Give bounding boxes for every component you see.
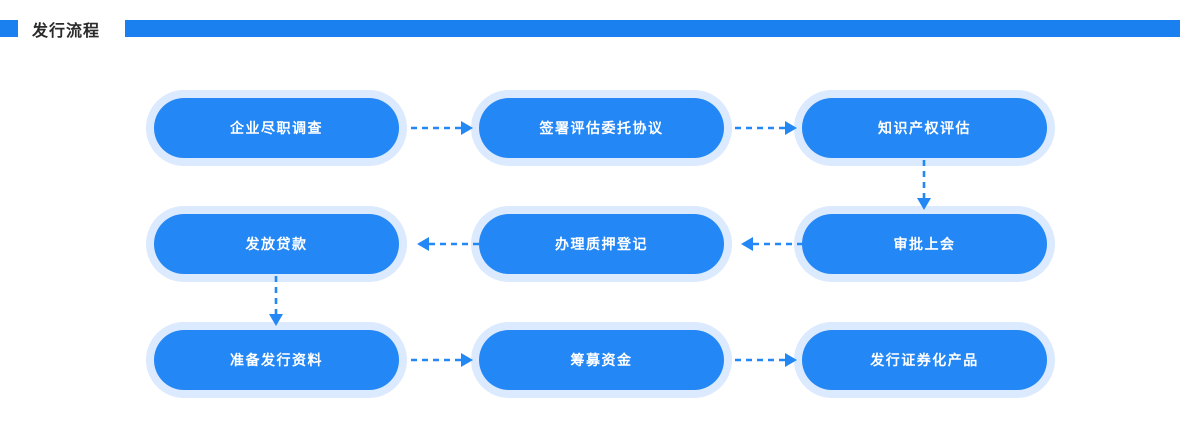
flow-node-label: 发行证券化产品 (870, 352, 979, 368)
page-header: 发行流程 (0, 19, 1200, 40)
arrow-left-icon-c4 (733, 234, 805, 254)
flow-node-n7[interactable]: 准备发行资料 (154, 330, 399, 390)
flow-node-label: 签署评估委托协议 (539, 120, 664, 136)
flow-node-n1[interactable]: 企业尽职调查 (154, 98, 399, 158)
flow-node-label: 知识产权评估 (878, 120, 971, 136)
arrow-left-icon-c5 (409, 234, 481, 254)
flow-node-label: 筹募资金 (570, 352, 633, 368)
flow-node-label: 审批上会 (893, 236, 956, 252)
flow-node-n9[interactable]: 发行证券化产品 (802, 330, 1047, 390)
flow-node-n4[interactable]: 发放贷款 (154, 214, 399, 274)
flow-node-n5[interactable]: 办理质押登记 (479, 214, 724, 274)
header-accent-bar (125, 20, 1180, 37)
arrow-right-icon-c1 (409, 118, 481, 138)
arrow-right-icon-c7 (409, 350, 481, 370)
flow-node-label: 办理质押登记 (555, 236, 648, 252)
arrow-down-icon-c3 (914, 158, 934, 216)
page-title: 发行流程 (32, 23, 101, 40)
flow-node-label: 企业尽职调查 (230, 120, 323, 136)
arrow-right-icon-c8 (733, 350, 805, 370)
flow-node-n3[interactable]: 知识产权评估 (802, 98, 1047, 158)
header-accent-square (0, 20, 18, 37)
flow-node-n2[interactable]: 签署评估委托协议 (479, 98, 724, 158)
arrow-down-icon-c6 (266, 274, 286, 332)
flow-node-n6[interactable]: 审批上会 (802, 214, 1047, 274)
flow-node-n8[interactable]: 筹募资金 (479, 330, 724, 390)
flow-node-label: 发放贷款 (245, 236, 308, 252)
flow-node-label: 准备发行资料 (230, 352, 323, 368)
arrow-right-icon-c2 (733, 118, 805, 138)
